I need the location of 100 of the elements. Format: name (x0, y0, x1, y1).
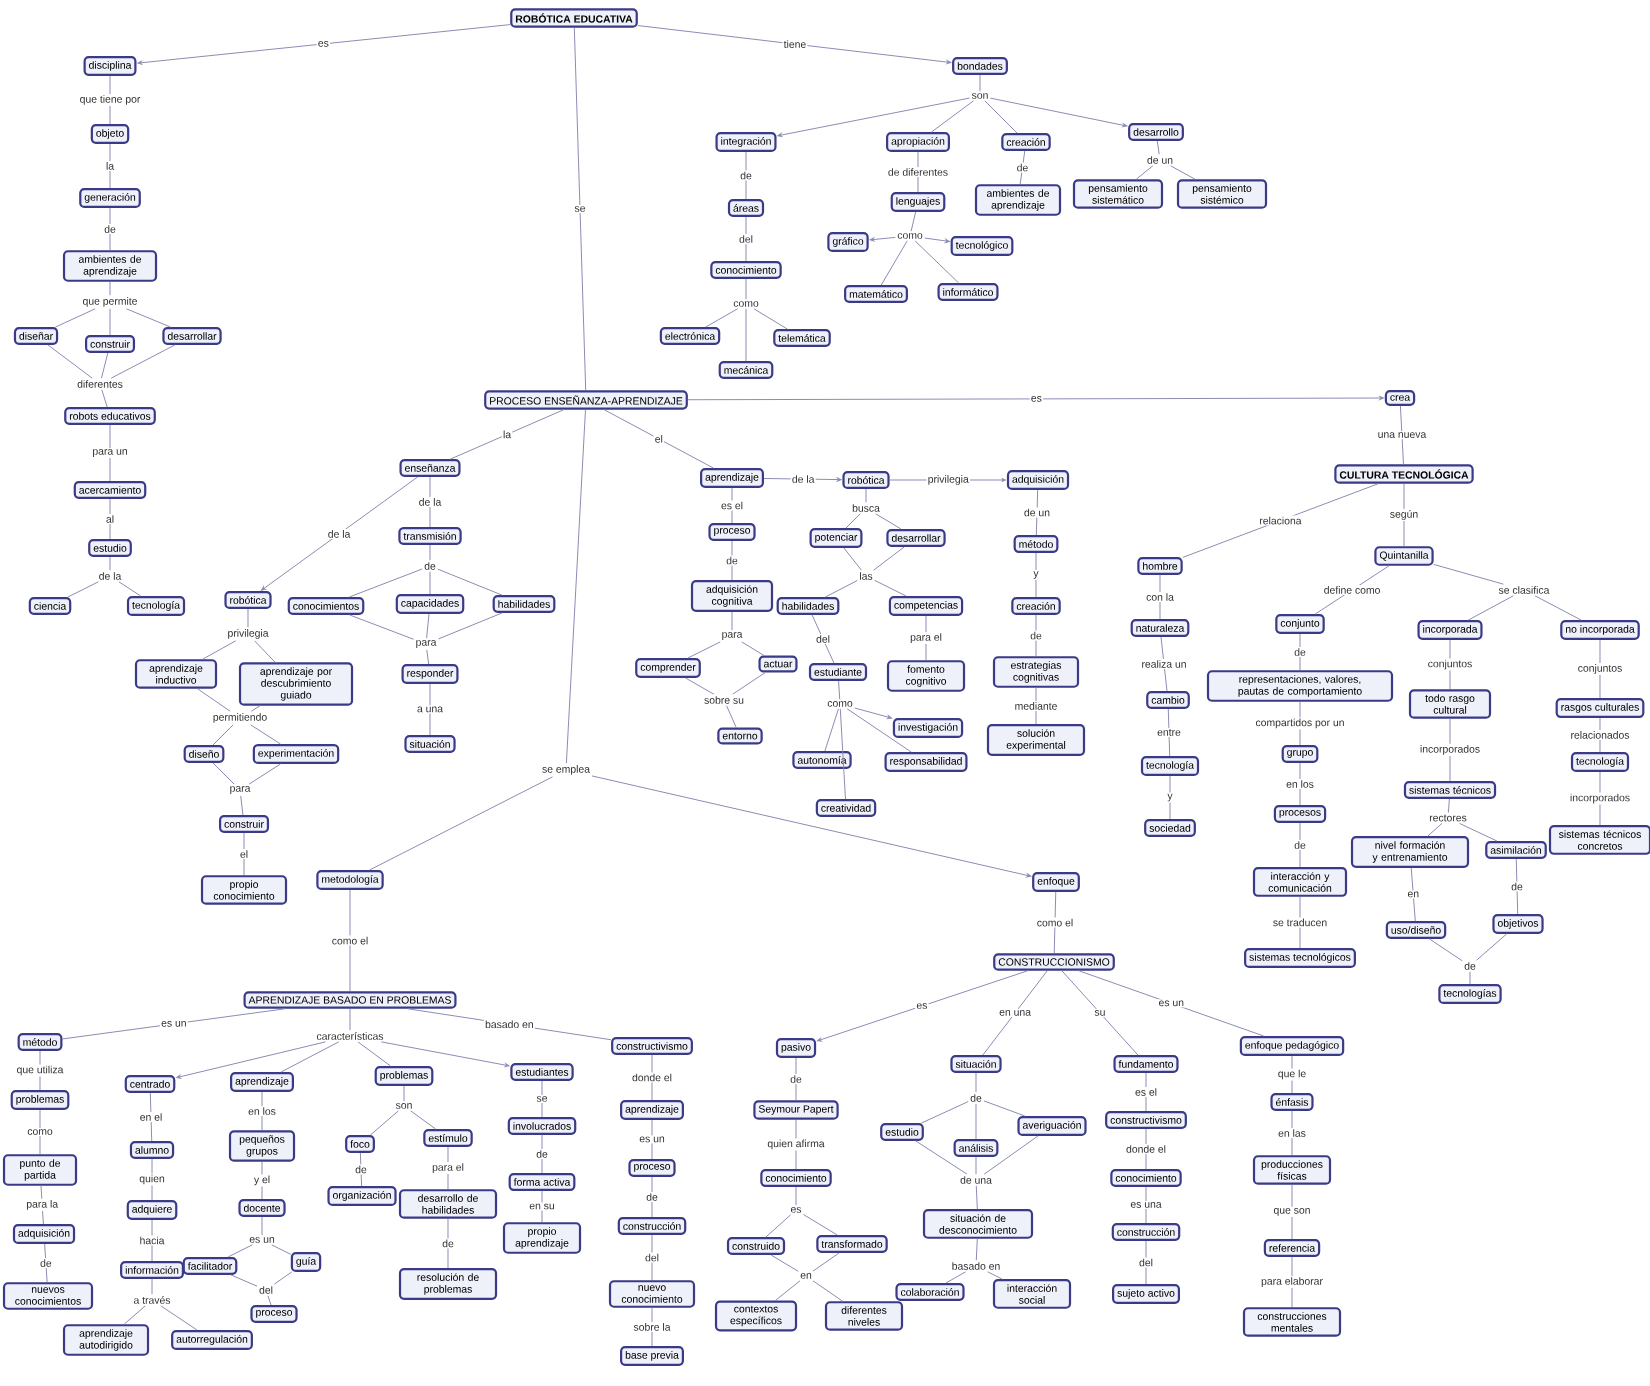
connector-line (1449, 639, 1451, 690)
arrow (176, 1041, 326, 1079)
connector-line (1035, 552, 1037, 598)
connector-line (914, 240, 960, 284)
connector-line (1167, 708, 1171, 757)
connector-line (429, 476, 431, 528)
connector-line (126, 308, 171, 328)
connector-line (875, 513, 902, 530)
connector-line (197, 688, 231, 712)
connector-line (1035, 687, 1037, 725)
connector-line (975, 1103, 977, 1140)
connector-line (651, 1234, 653, 1281)
connector-line (1291, 1184, 1293, 1240)
connector-line (774, 1280, 801, 1302)
connector-line (931, 100, 974, 133)
connector-line (1078, 970, 1265, 1037)
arrow (687, 396, 1384, 401)
connector-line (240, 795, 244, 816)
connector-line (603, 409, 714, 469)
connector-line (915, 1140, 968, 1175)
connector-line (271, 1244, 292, 1255)
connector-line (1170, 165, 1196, 180)
connector-line (349, 614, 415, 640)
connector-line (803, 1214, 838, 1236)
connector-line (1035, 614, 1037, 657)
connector-line (426, 613, 430, 639)
connector-line (110, 344, 176, 379)
connector-line (267, 1295, 272, 1306)
connector-line (39, 1109, 41, 1155)
connector-line (873, 546, 905, 571)
connector-line (945, 1271, 967, 1284)
connector-line (227, 1244, 253, 1258)
connector-line (1447, 798, 1450, 814)
connector-line (47, 344, 93, 379)
connector-line (975, 1156, 977, 1175)
arrow (777, 97, 971, 137)
connector-line (349, 1008, 351, 1031)
connector-line (765, 1214, 792, 1238)
connector-line (573, 27, 587, 391)
connector-line (437, 568, 503, 596)
arrow (137, 24, 511, 65)
connector-line (880, 240, 908, 286)
arrow (854, 707, 893, 720)
connector-line (357, 1041, 392, 1067)
connector-line (261, 1091, 263, 1131)
connector-line (1299, 822, 1301, 868)
connector-line (1169, 775, 1171, 820)
arrow (924, 237, 950, 243)
connector-line (541, 1134, 543, 1174)
connector-line (541, 1190, 543, 1223)
connector-line (865, 488, 867, 503)
connector-line (403, 1085, 405, 1102)
connector-line (795, 1057, 797, 1101)
connector-line (273, 1271, 293, 1285)
connector-line (984, 100, 1018, 134)
connector-line (1428, 938, 1463, 962)
connector-line (254, 640, 276, 663)
connector-line (1476, 933, 1508, 961)
connector-line (151, 1278, 153, 1295)
connector-line (1449, 718, 1451, 782)
connector-line (982, 970, 1048, 1056)
connector-line (732, 672, 766, 695)
connector-line (975, 1185, 978, 1210)
connector-line (1299, 762, 1301, 806)
connector-line (243, 832, 245, 876)
connector-line (1469, 971, 1471, 985)
arrow (989, 97, 1128, 128)
connector-line (250, 724, 281, 745)
connector-line (54, 308, 96, 328)
connector-line (1291, 1110, 1293, 1156)
connector-line (1410, 867, 1416, 922)
arrow (637, 25, 952, 65)
connector-line (429, 571, 431, 595)
connector-line (838, 680, 841, 700)
connector-line (1433, 563, 1504, 585)
connector-line (280, 1041, 340, 1073)
connector-line (359, 1152, 363, 1187)
connector-line (348, 568, 423, 598)
connector-line (109, 424, 111, 482)
connector-line (745, 216, 747, 262)
connector-line (1515, 858, 1519, 915)
connector-line (983, 1135, 1039, 1175)
connector-line (1145, 1072, 1147, 1112)
connector-line (811, 614, 835, 664)
connector-line (212, 762, 235, 785)
connector-line (975, 1238, 978, 1261)
connector-line (1159, 574, 1161, 620)
connector-line (248, 763, 281, 785)
connector-line (979, 74, 981, 92)
connector-line (843, 547, 862, 571)
connector-line (1160, 636, 1168, 692)
connector-line (149, 1092, 153, 1142)
connector-line (230, 1274, 258, 1287)
connector-line (745, 278, 747, 300)
connector-line (151, 1219, 153, 1262)
connector-line (846, 708, 912, 753)
connector-line (795, 1186, 797, 1206)
connector-line (250, 705, 261, 712)
connector-line (212, 724, 234, 746)
connector-line (731, 540, 733, 581)
